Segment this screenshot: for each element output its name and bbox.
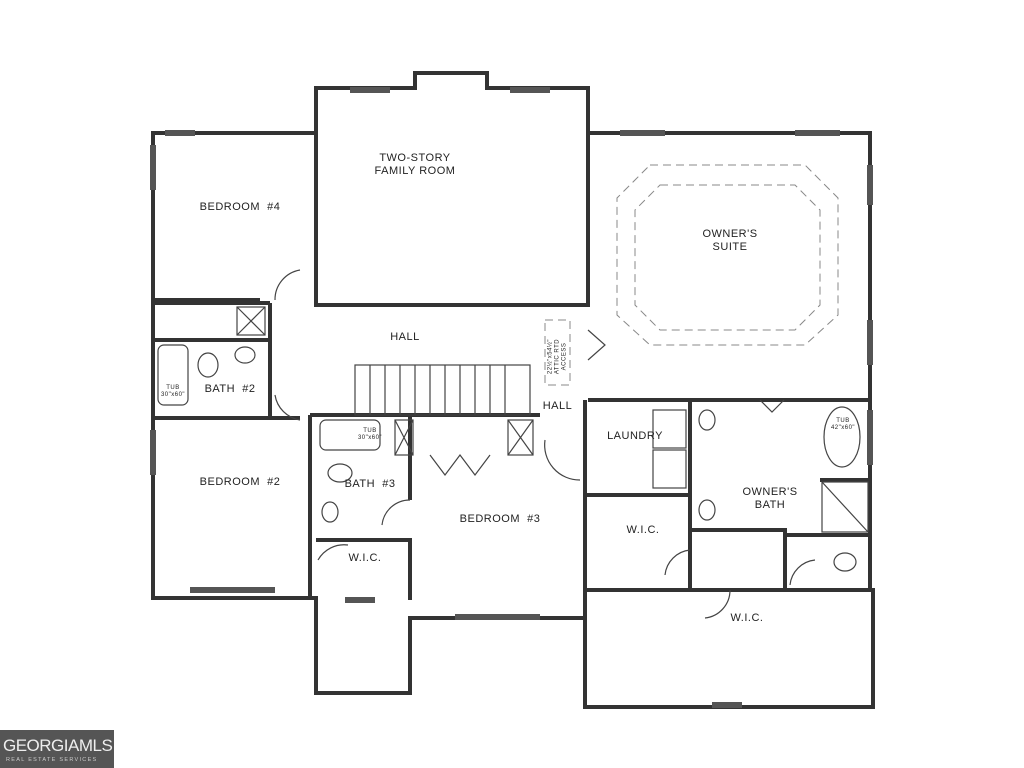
label-tub-bath2: TUB 30"x60"	[160, 385, 186, 398]
toilet-bath3	[327, 463, 353, 483]
label-bedroom2: BEDROOM #2	[199, 476, 281, 488]
dryer	[652, 449, 687, 489]
label-bedroom4: BEDROOM #4	[199, 201, 281, 213]
label-tub-owners: TUB 42"x60"	[830, 418, 856, 431]
logo-subtext: REAL ESTATE SERVICES	[6, 757, 98, 763]
exterior-wall	[151, 71, 875, 709]
label-bath3: BATH #3	[344, 478, 396, 490]
label-hall: HALL	[390, 331, 420, 343]
label-hall-right: HALL	[542, 400, 573, 412]
label-bath2: BATH #2	[204, 383, 256, 395]
label-tub-bath3: TUB 30"x60"	[357, 428, 383, 441]
label-wic-bottom: W.I.C.	[730, 612, 764, 624]
stairs	[369, 365, 506, 415]
tub-bath2	[157, 344, 189, 406]
tray-ceiling	[616, 164, 839, 346]
family-room-wall	[314, 133, 590, 307]
label-family-room: TWO-STORY FAMILY ROOM	[374, 152, 456, 177]
windows	[150, 87, 873, 708]
washer	[652, 409, 687, 449]
label-wic-middle: W.I.C.	[626, 524, 660, 536]
label-owners-bath: OWNER'S BATH	[742, 486, 798, 511]
tub-bath3	[319, 419, 381, 451]
label-attic-access: 22½"x54½" ATTIC RTD ACCESS	[547, 338, 568, 375]
toilet-owners	[833, 552, 857, 572]
tub-owners	[823, 406, 861, 468]
label-owners-suite: OWNER'S SUITE	[702, 228, 758, 253]
georgiamls-logo: GEORGIAMLS REAL ESTATE SERVICES	[0, 730, 114, 768]
label-wic-left: W.I.C.	[348, 552, 382, 564]
label-bedroom3: BEDROOM #3	[459, 513, 541, 525]
label-laundry: LAUNDRY	[607, 430, 663, 442]
shower	[821, 481, 869, 533]
toilet-bath2	[197, 352, 219, 378]
logo-text: GEORGIAMLS	[3, 736, 113, 755]
